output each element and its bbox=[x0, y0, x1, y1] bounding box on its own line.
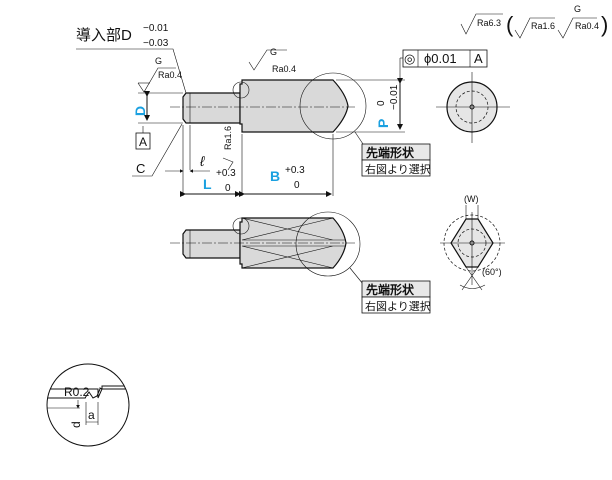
dim-L-label: L bbox=[203, 176, 212, 192]
end-view-round bbox=[436, 72, 510, 143]
lead-in-note: 導入部D −0.01 −0.03 bbox=[76, 23, 187, 94]
P-tol-upper: 0 bbox=[376, 100, 387, 106]
lead-in-label: 導入部D bbox=[76, 27, 132, 44]
body-ra: Ra0.4 bbox=[272, 64, 296, 74]
paren-open: ( bbox=[506, 12, 514, 37]
roughness-legend: Ra6.3 ( Ra1.6 G Ra0.4 ) bbox=[460, 4, 608, 39]
dim-P-label: P bbox=[375, 119, 391, 128]
lead-in-tol-lower: −0.03 bbox=[143, 38, 169, 49]
shaft-ra: Ra0.4 bbox=[158, 70, 182, 80]
radius-label: R0.2 bbox=[64, 385, 90, 399]
dim-l-label: ℓ bbox=[199, 153, 205, 169]
tip-shape-label: 先端形状 bbox=[366, 145, 415, 160]
dim-d-label: d bbox=[69, 421, 83, 428]
angle-label: (60°) bbox=[482, 267, 502, 277]
detail-view: R0.2 d a bbox=[46, 363, 130, 447]
datum-A-label: A bbox=[139, 135, 147, 149]
dim-B-label: B bbox=[270, 168, 280, 184]
tip-shape-label-2: 先端形状 bbox=[366, 282, 415, 297]
roughness-main: Ra6.3 bbox=[477, 18, 501, 28]
paren-close: ) bbox=[601, 12, 608, 37]
detail-mark-circle bbox=[232, 81, 250, 99]
tolerance-datum: A bbox=[474, 51, 483, 66]
dim-D-label: D bbox=[132, 106, 148, 116]
roughness-sub2-grade: G bbox=[574, 4, 581, 14]
bottom-view: 先端形状 右図より選択 bbox=[170, 211, 431, 314]
P-tol-lower: −0.01 bbox=[389, 84, 400, 110]
lead-in-tol-upper: −0.01 bbox=[143, 23, 169, 34]
L-tol-upper: +0.3 bbox=[216, 168, 236, 179]
chamfer-C-label: C bbox=[136, 161, 145, 176]
top-view: G Ra0.4 G Ra0.4 Ra1.6 D A C ℓ L +0.3 0 B… bbox=[132, 47, 431, 197]
B-tol-lower: 0 bbox=[294, 180, 300, 191]
pilot-shaft bbox=[182, 92, 241, 124]
dim-a-label: a bbox=[88, 408, 95, 422]
L-tol-lower: 0 bbox=[225, 183, 231, 194]
tip-select-label: 右図より選択 bbox=[365, 162, 431, 176]
shoulder-ra: Ra1.6 bbox=[223, 126, 233, 150]
end-view-diamond: (W) (60°) bbox=[440, 194, 505, 291]
shaft-grade: G bbox=[155, 56, 162, 66]
tolerance-value: ϕ0.01 bbox=[424, 51, 457, 66]
roughness-sub1: Ra1.6 bbox=[531, 21, 555, 31]
pin-body bbox=[239, 79, 349, 133]
B-tol-upper: +0.3 bbox=[285, 165, 305, 176]
concentricity-frame: ◎ ϕ0.01 A bbox=[402, 49, 488, 68]
width-label: (W) bbox=[464, 194, 479, 204]
tip-select-label-2: 右図より選択 bbox=[365, 299, 431, 313]
concentricity-icon: ◎ bbox=[404, 51, 415, 66]
body-grade: G bbox=[270, 47, 277, 57]
roughness-sub2: Ra0.4 bbox=[575, 21, 599, 31]
